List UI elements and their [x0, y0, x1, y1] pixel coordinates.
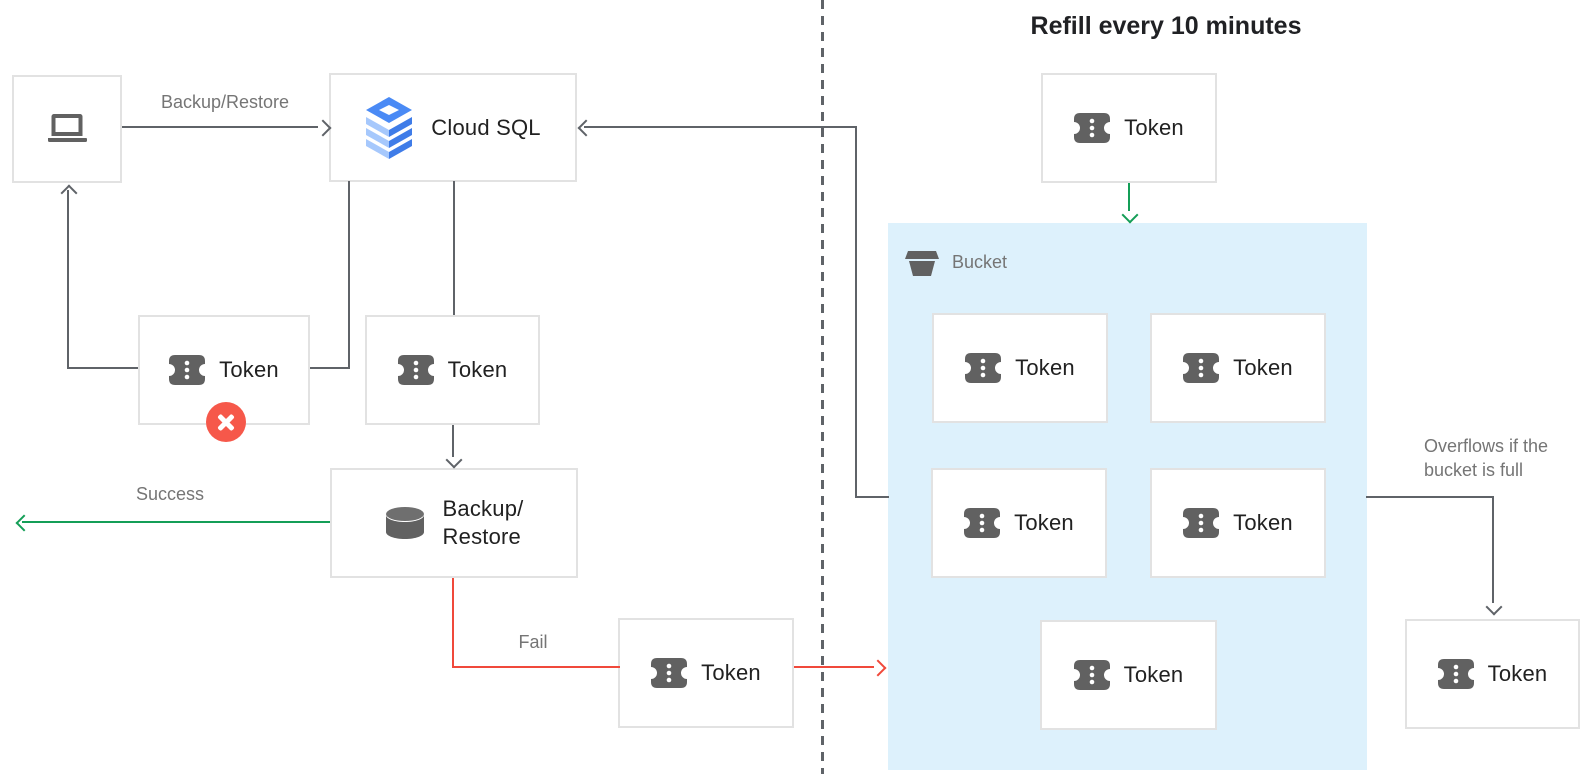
bucket-token-node: Token [1040, 620, 1217, 730]
overflow-note-line2: bucket is full [1424, 460, 1524, 480]
token-icon [965, 353, 1002, 383]
edge-label-fail: Fail [518, 632, 548, 652]
cloud-sql-node: Cloud SQL [329, 73, 577, 182]
edge-cloudsql-to-token-blocked [310, 367, 350, 369]
arrowhead-left-icon [577, 119, 595, 137]
token-icon [1073, 660, 1110, 690]
edge-fail [452, 666, 620, 668]
token-label: Token [1014, 510, 1074, 535]
token-icon [1437, 659, 1474, 689]
error-badge [206, 402, 246, 442]
arrowhead-down-icon [1121, 206, 1139, 224]
token-label: Token [1487, 661, 1548, 686]
bucket-token-node: Token [1150, 313, 1326, 423]
edge-cloudsql-to-token-blocked [348, 181, 350, 369]
overflow-note: Overflows if the bucket is full [1424, 434, 1582, 482]
divider-dashed-line [821, 0, 824, 774]
token-fail-node: Token [618, 618, 794, 728]
token-icon [1074, 113, 1111, 143]
cloud-sql-label: Cloud SQL [431, 114, 541, 140]
bucket-token-node: Token [1150, 468, 1326, 578]
token-icon [651, 658, 688, 688]
edge-label-backup-restore: Backup/Restore [160, 92, 290, 112]
token-icon [169, 355, 206, 385]
edge-token-request-to-backup [452, 425, 454, 457]
client-node [12, 75, 122, 183]
backup-restore-node: Backup/ Restore [330, 468, 578, 578]
token-label: Token [701, 660, 761, 685]
arrowhead-up-icon [60, 184, 78, 202]
edge-bucket-to-cloudsql [855, 496, 889, 498]
token-icon [397, 355, 434, 385]
bucket-icon [905, 251, 939, 276]
token-icon [964, 508, 1001, 538]
bucket-label: Bucket [952, 251, 1008, 272]
edge-token-blocked-to-client [67, 367, 138, 369]
backup-restore-line1: Backup/ [442, 496, 524, 521]
token-label: Token [447, 357, 508, 382]
arrowhead-down-icon [1485, 598, 1503, 616]
edge-success [22, 521, 330, 523]
edge-refill-to-bucket [1128, 183, 1130, 211]
token-blocked-node: Token [138, 315, 310, 442]
token-overflow-node: Token [1405, 619, 1580, 729]
token-label: Token [1015, 355, 1075, 380]
bucket-token-node: Token [931, 468, 1107, 578]
bucket-header: Bucket [905, 248, 1007, 276]
edge-overflow [1492, 496, 1494, 603]
token-label: Token [219, 357, 279, 382]
overflow-note-line1: Overflows if the [1424, 436, 1549, 456]
edge-label-success: Success [135, 484, 205, 504]
token-icon [1183, 353, 1220, 383]
token-request-node: Token [365, 315, 540, 425]
bucket-token-node: Token [932, 313, 1108, 423]
edge-token-blocked-to-client [67, 190, 69, 369]
token-label: Token [1233, 355, 1293, 380]
database-icon [385, 507, 424, 539]
arrowhead-down-icon [445, 451, 463, 469]
arrowhead-right-icon [869, 659, 887, 677]
token-label: Token [1123, 662, 1184, 687]
cloud-sql-icon [366, 96, 413, 159]
laptop-icon [48, 114, 87, 142]
arrowhead-left-icon [15, 514, 33, 532]
edge-bucket-to-cloudsql [584, 126, 856, 128]
token-label: Token [1124, 115, 1184, 140]
edge-fail [452, 578, 454, 668]
token-label: Token [1233, 510, 1293, 535]
edge-client-to-cloudsql [122, 126, 318, 128]
token-icon [1183, 508, 1220, 538]
edge-overflow [1366, 496, 1494, 498]
backup-restore-line2: Restore [442, 524, 521, 549]
backup-restore-label: Backup/ Restore [443, 495, 524, 551]
bucket-area: Bucket Token Token Token [888, 223, 1367, 770]
token-refill-node: Token [1041, 73, 1217, 183]
edge-cloudsql-to-token-request [453, 181, 455, 315]
refill-title: Refill every 10 minutes [1030, 12, 1302, 40]
edge-token-fail-to-bucket [794, 666, 874, 668]
edge-bucket-to-cloudsql [855, 126, 857, 498]
